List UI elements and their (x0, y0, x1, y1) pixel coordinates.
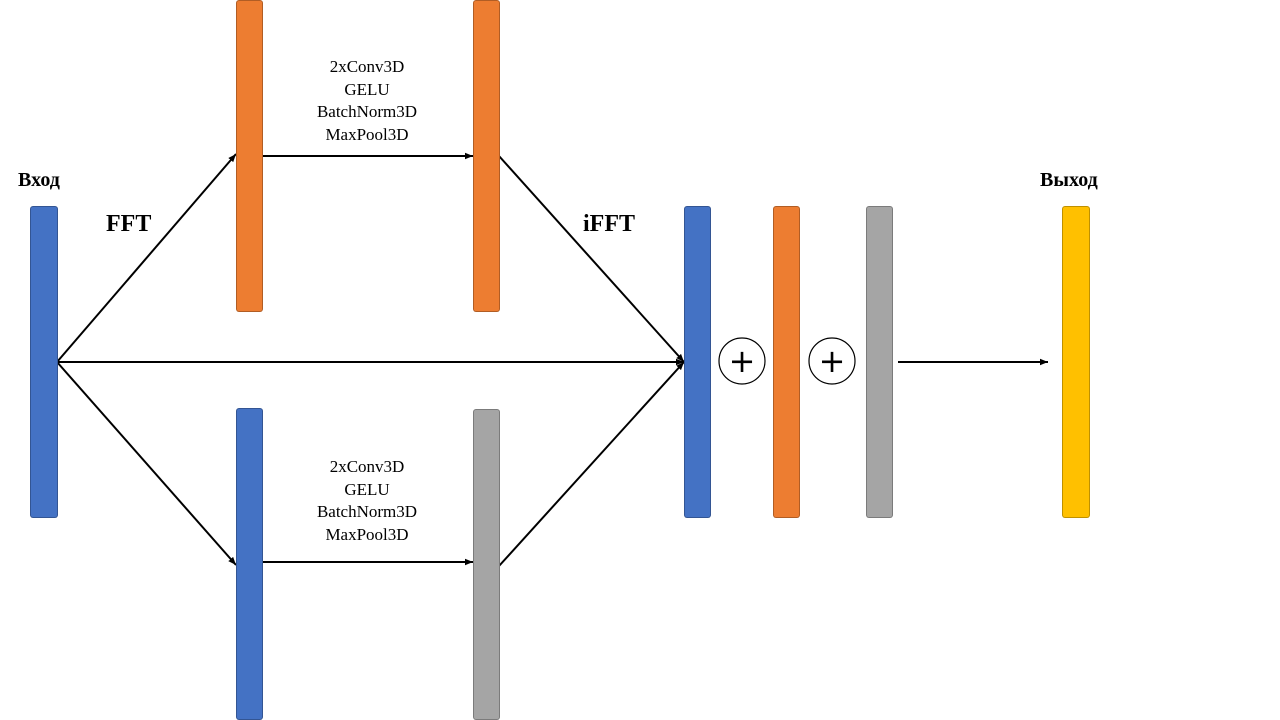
merged-block-gray (866, 206, 893, 518)
fft-upper-arrow (56, 153, 237, 363)
sum-circle-1 (718, 337, 766, 385)
lower-op-conv: 2xConv3D (329, 457, 405, 476)
output-block (1062, 206, 1090, 518)
ifft-label: iFFT (583, 211, 635, 237)
merged-block-orange (773, 206, 800, 518)
lower-ops-list: 2xConv3D GELU BatchNorm3D MaxPool3D (287, 456, 447, 546)
sum-symbol-2: + (819, 342, 846, 380)
lower-op-batchnorm: BatchNorm3D (316, 502, 418, 521)
ifft-upper-arrow (498, 155, 685, 363)
fft-label: FFT (106, 211, 152, 237)
upper-ops-list: 2xConv3D GELU BatchNorm3D MaxPool3D (287, 56, 447, 146)
upper-op-maxpool: MaxPool3D (325, 124, 409, 144)
output-label: Выход (1040, 169, 1098, 191)
upper-branch-block-1 (236, 0, 263, 312)
fft-lower-arrow (56, 361, 237, 566)
upper-branch-block-2 (473, 0, 500, 312)
lower-op-gelu: GELU (344, 479, 390, 499)
merged-block-blue (684, 206, 711, 518)
input-label: Вход (18, 169, 60, 191)
ifft-lower-arrow (498, 361, 685, 567)
upper-op-conv: 2xConv3D (329, 57, 405, 76)
lower-branch-block-1 (236, 408, 263, 720)
lower-op-maxpool: MaxPool3D (325, 524, 409, 544)
sum-symbol-1: + (729, 342, 756, 380)
input-block (30, 206, 58, 518)
upper-op-gelu: GELU (344, 79, 390, 99)
sum-circle-2 (808, 337, 856, 385)
upper-op-batchnorm: BatchNorm3D (316, 102, 418, 121)
lower-branch-block-2 (473, 409, 500, 720)
